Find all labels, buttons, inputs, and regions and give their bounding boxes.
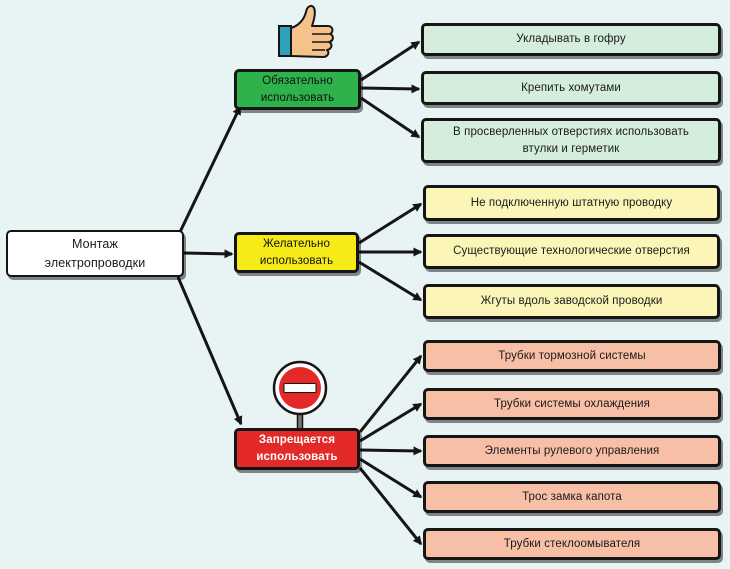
leaf-label: Не подключенную штатную проводку (470, 196, 673, 209)
arrow-must-to-item-2 (360, 84, 421, 94)
category-recommended: Желательно использовать (234, 232, 359, 273)
arrow-root-to-must (178, 105, 242, 233)
arrow-must-to-item-3 (360, 96, 421, 139)
arrow-want-to-item-1 (358, 202, 423, 245)
no-entry-sign-icon (272, 360, 328, 431)
leaf-label: Крепить хомутами (521, 81, 621, 94)
leaf-item: Жгуты вдоль заводской проводки (423, 284, 720, 319)
thumbs-up-icon (278, 4, 334, 58)
arrow-forbid-to-item-5 (358, 467, 423, 546)
category-must-use: Обязательно использовать (234, 69, 361, 110)
category-forbidden: Запрещается использовать (234, 428, 360, 470)
leaf-item: Не подключенную штатную проводку (423, 185, 720, 221)
root-node: Монтаж электропроводки (6, 230, 184, 277)
leaf-item: Трубки стеклоомывателя (423, 528, 721, 560)
arrow-want-to-item-3 (358, 260, 423, 302)
leaf-label: Элементы рулевого управления (484, 444, 660, 457)
arrow-must-to-item-1 (360, 40, 421, 82)
leaf-label: В просверленных отверстиях использовать … (453, 125, 689, 155)
leaf-item: Трубки системы охлаждения (423, 388, 721, 420)
arrow-root-to-want (183, 249, 234, 259)
leaf-label: Трос замка капота (522, 490, 622, 503)
leaf-label: Жгуты вдоль заводской проводки (480, 295, 663, 308)
leaf-item: В просверленных отверстиях использовать … (421, 118, 721, 163)
leaf-item: Элементы рулевого управления (423, 435, 721, 467)
leaf-item: Трубки тормозной системы (423, 340, 721, 372)
leaf-label: Укладывать в гофру (516, 33, 626, 46)
leaf-item: Укладывать в гофру (421, 23, 721, 56)
arrow-forbid-to-item-2 (359, 402, 423, 443)
arrow-forbid-to-item-4 (359, 457, 423, 499)
category-label: Обязательно использовать (260, 74, 335, 104)
root-label: Монтаж электропроводки (44, 237, 146, 270)
category-label: Запрещается использовать (256, 434, 338, 463)
category-label: Желательно использовать (259, 237, 334, 267)
arrow-root-to-forbid (176, 276, 243, 426)
leaf-item: Существующие технологические отверстия (423, 234, 720, 269)
leaf-label: Трубки системы охлаждения (493, 397, 650, 410)
leaf-item: Трос замка капота (423, 481, 721, 513)
arrow-forbid-to-item-3 (359, 446, 423, 456)
leaf-label: Трубки стеклоомывателя (503, 537, 641, 550)
arrow-forbid-to-item-1 (358, 354, 423, 433)
leaf-label: Трубки тормозной системы (498, 349, 646, 362)
leaf-item: Крепить хомутами (421, 71, 721, 105)
leaf-label: Существующие технологические отверстия (453, 245, 690, 258)
